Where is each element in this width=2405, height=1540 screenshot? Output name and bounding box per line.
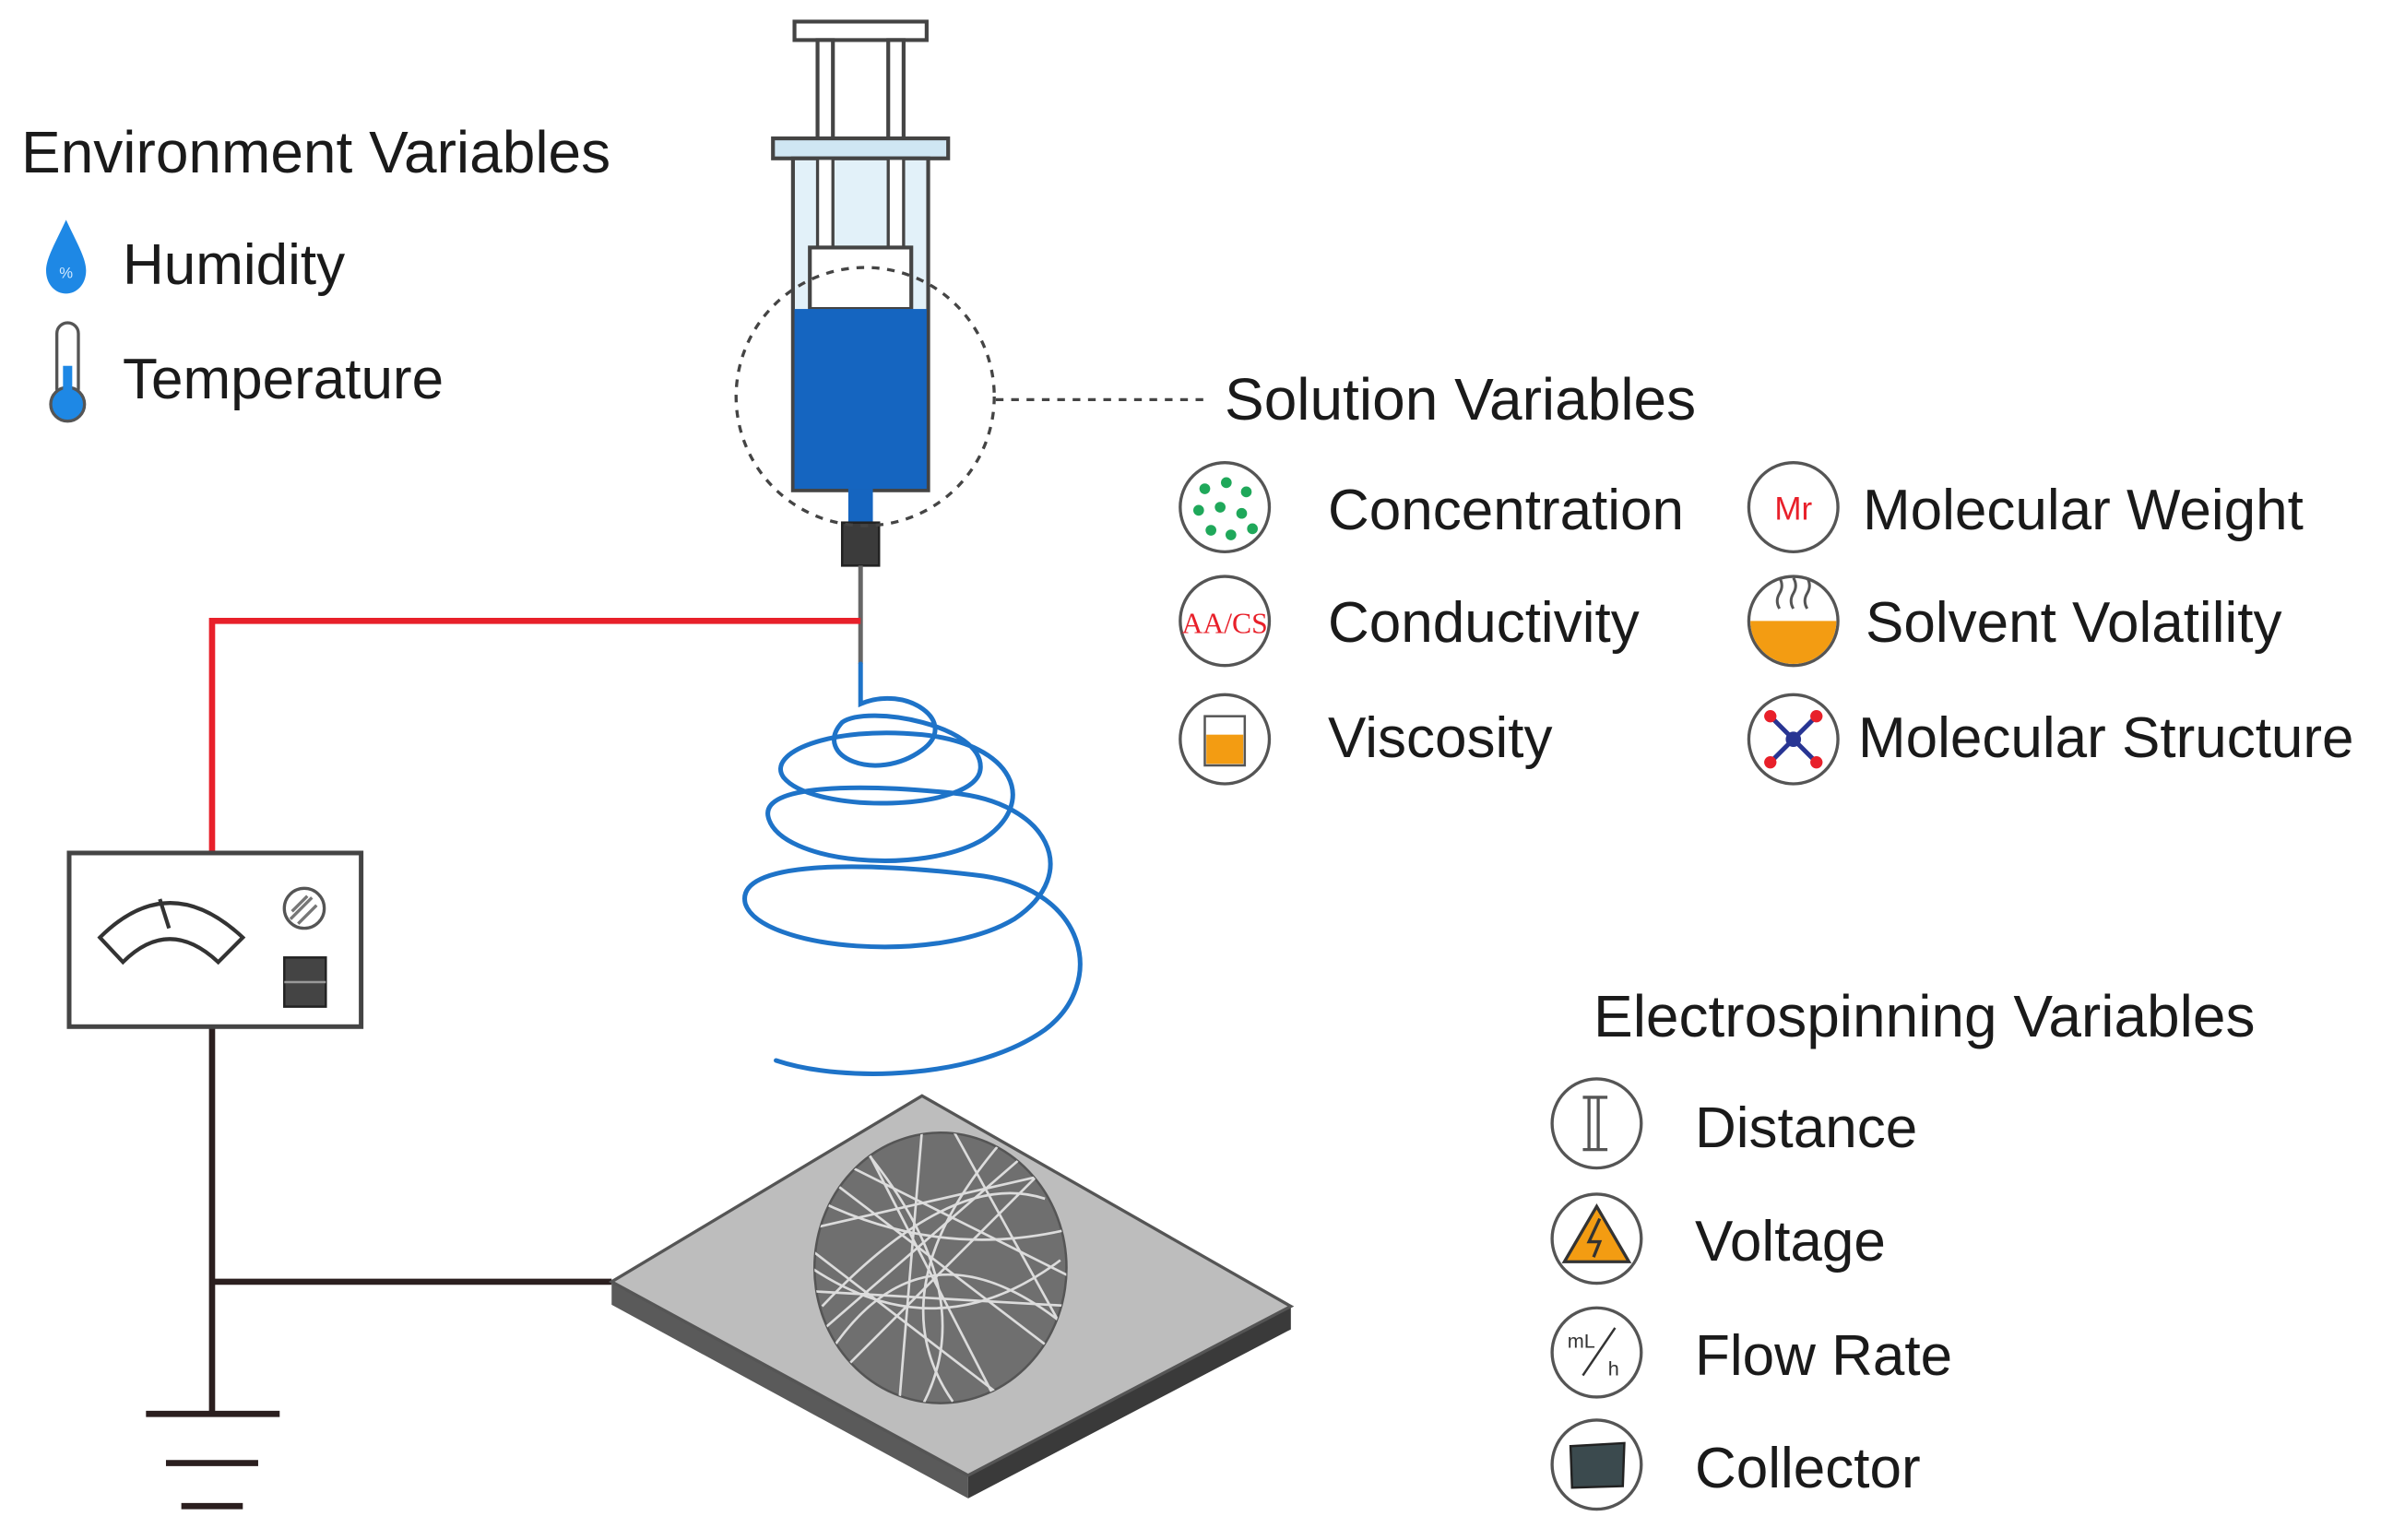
solvent-volatility-label: Solvent Volatility (1866, 591, 2282, 655)
needle-hub-blue (847, 489, 873, 527)
distance-icon (1550, 1077, 1643, 1170)
svg-text:mL: mL (1568, 1330, 1595, 1353)
power-knob-icon (282, 886, 326, 930)
concentration-label: Concentration (1328, 479, 1685, 542)
voltmeter-needle (158, 898, 172, 930)
flow-rate-label: Flow Rate (1695, 1324, 1953, 1388)
temperature-label: Temperature (123, 348, 444, 411)
electrospinning-variables-title: Electrospinning Variables (1593, 983, 2256, 1049)
thermometer-icon (49, 321, 87, 423)
needle-hub (840, 521, 881, 567)
collector-label: Collector (1695, 1437, 1921, 1500)
viscosity-label: Viscosity (1328, 706, 1553, 770)
ground-wires (208, 1026, 612, 1415)
high-voltage-power-supply (66, 850, 364, 1029)
environment-variables-title: Environment Variables (21, 119, 611, 185)
plunger-rod-inner-right (886, 157, 906, 250)
distance-label: Distance (1695, 1096, 1918, 1160)
collector-icon (1550, 1418, 1643, 1511)
ground-symbol (146, 1410, 280, 1510)
polymer-jet (742, 661, 1083, 1076)
voltage-warning-icon (1550, 1192, 1643, 1285)
collector-plate (608, 1094, 1295, 1499)
plunger-top-cap (792, 19, 929, 42)
voltage-label: Voltage (1695, 1210, 1886, 1273)
solution-variables-title: Solution Variables (1225, 366, 1697, 432)
collector-plate-side-right (967, 1306, 1291, 1499)
syringe (771, 19, 951, 665)
molecular-structure-icon (1747, 693, 1840, 786)
humidity-label: Humidity (123, 233, 346, 297)
solution-zoom-circle (734, 266, 996, 527)
svg-text:Mr: Mr (1774, 491, 1812, 527)
molecular-weight-icon: Mr (1747, 461, 1840, 554)
svg-text:AA/CS: AA/CS (1182, 608, 1268, 640)
syringe-flange (771, 136, 951, 160)
plunger-rod-right (886, 38, 906, 142)
svg-text:%: % (59, 265, 73, 282)
collector-plate-side-left (611, 1281, 968, 1499)
conductivity-icon: AA/CS (1179, 575, 1272, 668)
svg-text:h: h (1608, 1357, 1619, 1380)
plunger-rod-left (815, 38, 835, 142)
solvent-volatility-icon (1747, 575, 1840, 668)
high-voltage-wire (208, 618, 861, 853)
plunger-stopper (808, 245, 914, 312)
flow-rate-icon: mL h (1550, 1306, 1643, 1399)
viscosity-beaker-icon (1179, 693, 1272, 786)
molecular-structure-label: Molecular Structure (1858, 706, 2354, 770)
plunger-rod-inner-left (815, 157, 835, 250)
water-drop-icon: % (45, 219, 87, 294)
nanofiber-mesh (814, 1132, 1067, 1404)
conductivity-label: Conductivity (1328, 591, 1640, 655)
polymer-solution (794, 309, 927, 490)
concentration-dots-icon (1179, 461, 1272, 554)
voltmeter-dial-icon (97, 901, 246, 965)
molecular-weight-label: Molecular Weight (1863, 479, 2304, 542)
